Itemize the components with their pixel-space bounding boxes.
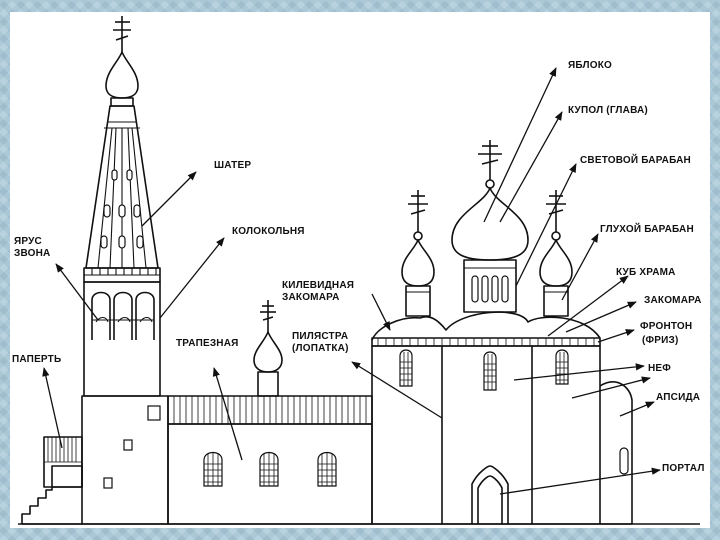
label-lopatka: (ЛОПАТКА) bbox=[292, 343, 349, 354]
dome-left bbox=[401, 190, 435, 317]
church-windows bbox=[399, 349, 569, 391]
arrow-kilevidnaya bbox=[371, 293, 391, 331]
label-kilevidnaya-zakomara: ЗАКОМАРА bbox=[282, 292, 340, 303]
domes bbox=[401, 140, 573, 317]
belfry-arches bbox=[91, 291, 155, 340]
zakomara-roofline bbox=[371, 311, 601, 341]
tower-cross bbox=[113, 16, 131, 52]
label-fronton: ФРОНТОН bbox=[640, 321, 692, 332]
label-portal: ПОРТАЛ bbox=[662, 463, 705, 474]
arrow-yabloko bbox=[483, 67, 557, 223]
arrow-yarus bbox=[55, 263, 99, 321]
label-friz: (ФРИЗ) bbox=[642, 335, 679, 346]
label-pilyastra: ПИЛЯСТРА bbox=[292, 331, 348, 342]
church-main bbox=[371, 311, 633, 525]
label-yarus: ЯРУС bbox=[14, 236, 42, 247]
dome-center bbox=[451, 140, 529, 313]
belfry-tier bbox=[83, 281, 161, 397]
label-nef: НЕФ bbox=[648, 363, 671, 374]
arrow-kub bbox=[547, 275, 629, 337]
arrow-apsida bbox=[619, 401, 655, 417]
arrow-shater bbox=[141, 171, 197, 227]
label-zvona: ЗВОНА bbox=[14, 248, 50, 259]
apse bbox=[599, 381, 633, 525]
label-arrows bbox=[42, 67, 661, 495]
label-zakomara: ЗАКОМАРА bbox=[644, 295, 702, 306]
label-paperti: ПАПЕРТЬ bbox=[12, 354, 61, 365]
label-kupol: КУПОЛ (ГЛАВА) bbox=[568, 105, 648, 116]
arrow-paperti bbox=[42, 367, 63, 449]
arrow-trapeznaya bbox=[212, 367, 243, 461]
arrow-kolokolnya bbox=[159, 237, 225, 319]
porch bbox=[21, 436, 83, 525]
arrow-nef bbox=[513, 363, 645, 381]
arrow-zakomara bbox=[565, 301, 637, 333]
arrow-kupol bbox=[499, 111, 563, 223]
dome-right bbox=[539, 190, 573, 317]
label-kub-khrama: КУБ ХРАМА bbox=[616, 267, 676, 278]
tower-dome-drum bbox=[110, 97, 134, 107]
arrow-fronton bbox=[597, 329, 635, 343]
portal bbox=[471, 465, 509, 524]
arrow-pilyastra bbox=[351, 361, 443, 419]
label-kilevidnaya: КИЛЕВИДНАЯ bbox=[282, 280, 354, 291]
arrow-portal bbox=[499, 467, 661, 495]
label-kolokolnya: КОЛОКОЛЬНЯ bbox=[232, 226, 305, 237]
label-trapeznaya: ТРАПЕЗНАЯ bbox=[176, 338, 239, 349]
bell-tower bbox=[81, 16, 169, 525]
label-glukhoy-baraban: ГЛУХОЙ БАРАБАН bbox=[600, 222, 694, 235]
tower-dome bbox=[105, 51, 139, 99]
refectory bbox=[167, 300, 373, 525]
arrow-svetovoy bbox=[515, 163, 577, 287]
refectory-windows bbox=[203, 451, 337, 487]
labels: ЯБЛОКО КУПОЛ (ГЛАВА) СВЕТОВОЙ БАРАБАН ГЛ… bbox=[12, 60, 705, 474]
label-shater: ШАТЕР bbox=[214, 160, 251, 171]
arrow-glukhoy bbox=[561, 233, 599, 301]
label-svetovoy-baraban: СВЕТОВОЙ БАРАБАН bbox=[580, 153, 691, 166]
arrow-nef-2 bbox=[571, 376, 651, 399]
label-apsida: АПСИДА bbox=[656, 392, 700, 403]
label-yabloko: ЯБЛОКО bbox=[568, 60, 612, 71]
tent-windows bbox=[100, 169, 144, 249]
